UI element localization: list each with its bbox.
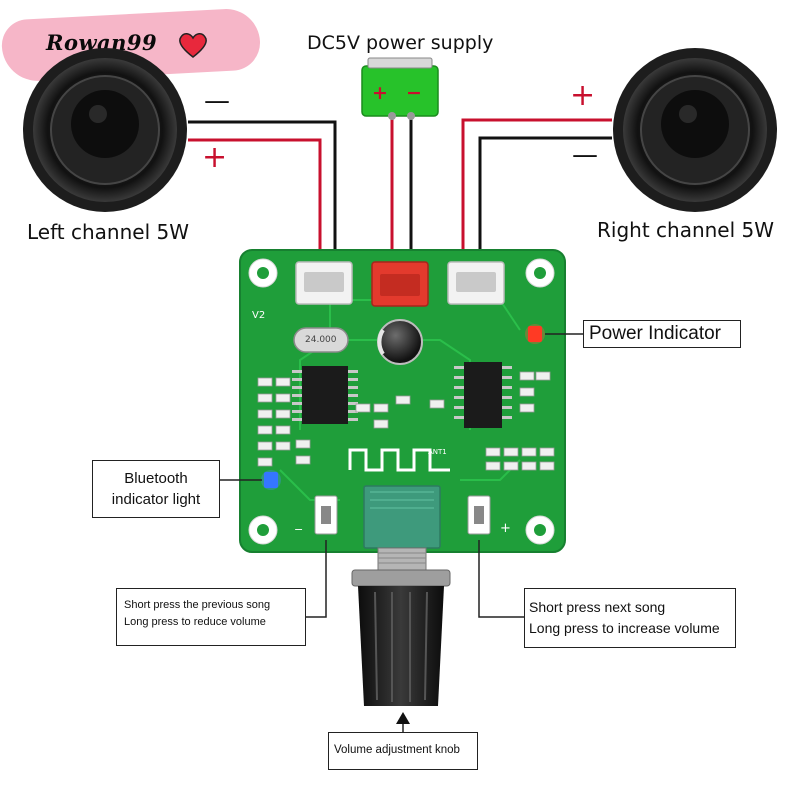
button-plus-marking: +	[500, 521, 511, 536]
right-speaker-wires	[461, 118, 612, 262]
power-plus-sign: +	[372, 82, 388, 104]
next-callout-line1: Short press next song	[529, 599, 666, 615]
left-channel-label: Left channel 5W	[27, 220, 189, 244]
board-version: V2	[252, 310, 266, 321]
next-song-callout: Short press next song Long press to incr…	[524, 588, 736, 648]
heart-icon	[179, 33, 207, 58]
prev-callout-line1: Short press the previous song	[124, 599, 271, 611]
left-speaker	[23, 48, 187, 212]
previous-song-callout: Short press the previous song Long press…	[116, 588, 306, 646]
volume-knob	[351, 547, 451, 724]
power-wires	[390, 112, 413, 262]
right-speaker	[613, 48, 777, 212]
right-plus-sign: +	[570, 78, 596, 113]
power-supply-title: DC5V power supply	[307, 32, 494, 54]
right-minus-sign: —	[572, 140, 598, 170]
antenna-label: ANT1	[428, 448, 447, 456]
volume-knob-callout: Volume adjustment knob	[328, 732, 478, 770]
callout-lines	[220, 333, 583, 732]
bluetooth-callout-line1: Bluetooth	[124, 470, 188, 487]
next-callout-line2: Long press to increase volume	[529, 620, 720, 636]
left-minus-sign: —	[204, 86, 230, 116]
left-plus-sign: +	[202, 140, 228, 175]
bluetooth-callout-line2: indicator light	[111, 491, 201, 508]
pcb-board	[239, 249, 566, 553]
prev-callout-line2: Long press to reduce volume	[124, 616, 266, 628]
power-indicator-callout: Power Indicator	[583, 320, 741, 348]
power-minus-sign: −	[406, 82, 422, 104]
button-minus-marking: −	[294, 523, 304, 536]
power-supply-block	[361, 57, 439, 120]
crystal-label: 24.000	[305, 335, 337, 345]
bluetooth-indicator-callout: Bluetooth indicator light	[92, 460, 220, 518]
left-speaker-wires	[188, 120, 337, 262]
right-channel-label: Right channel 5W	[597, 218, 775, 242]
